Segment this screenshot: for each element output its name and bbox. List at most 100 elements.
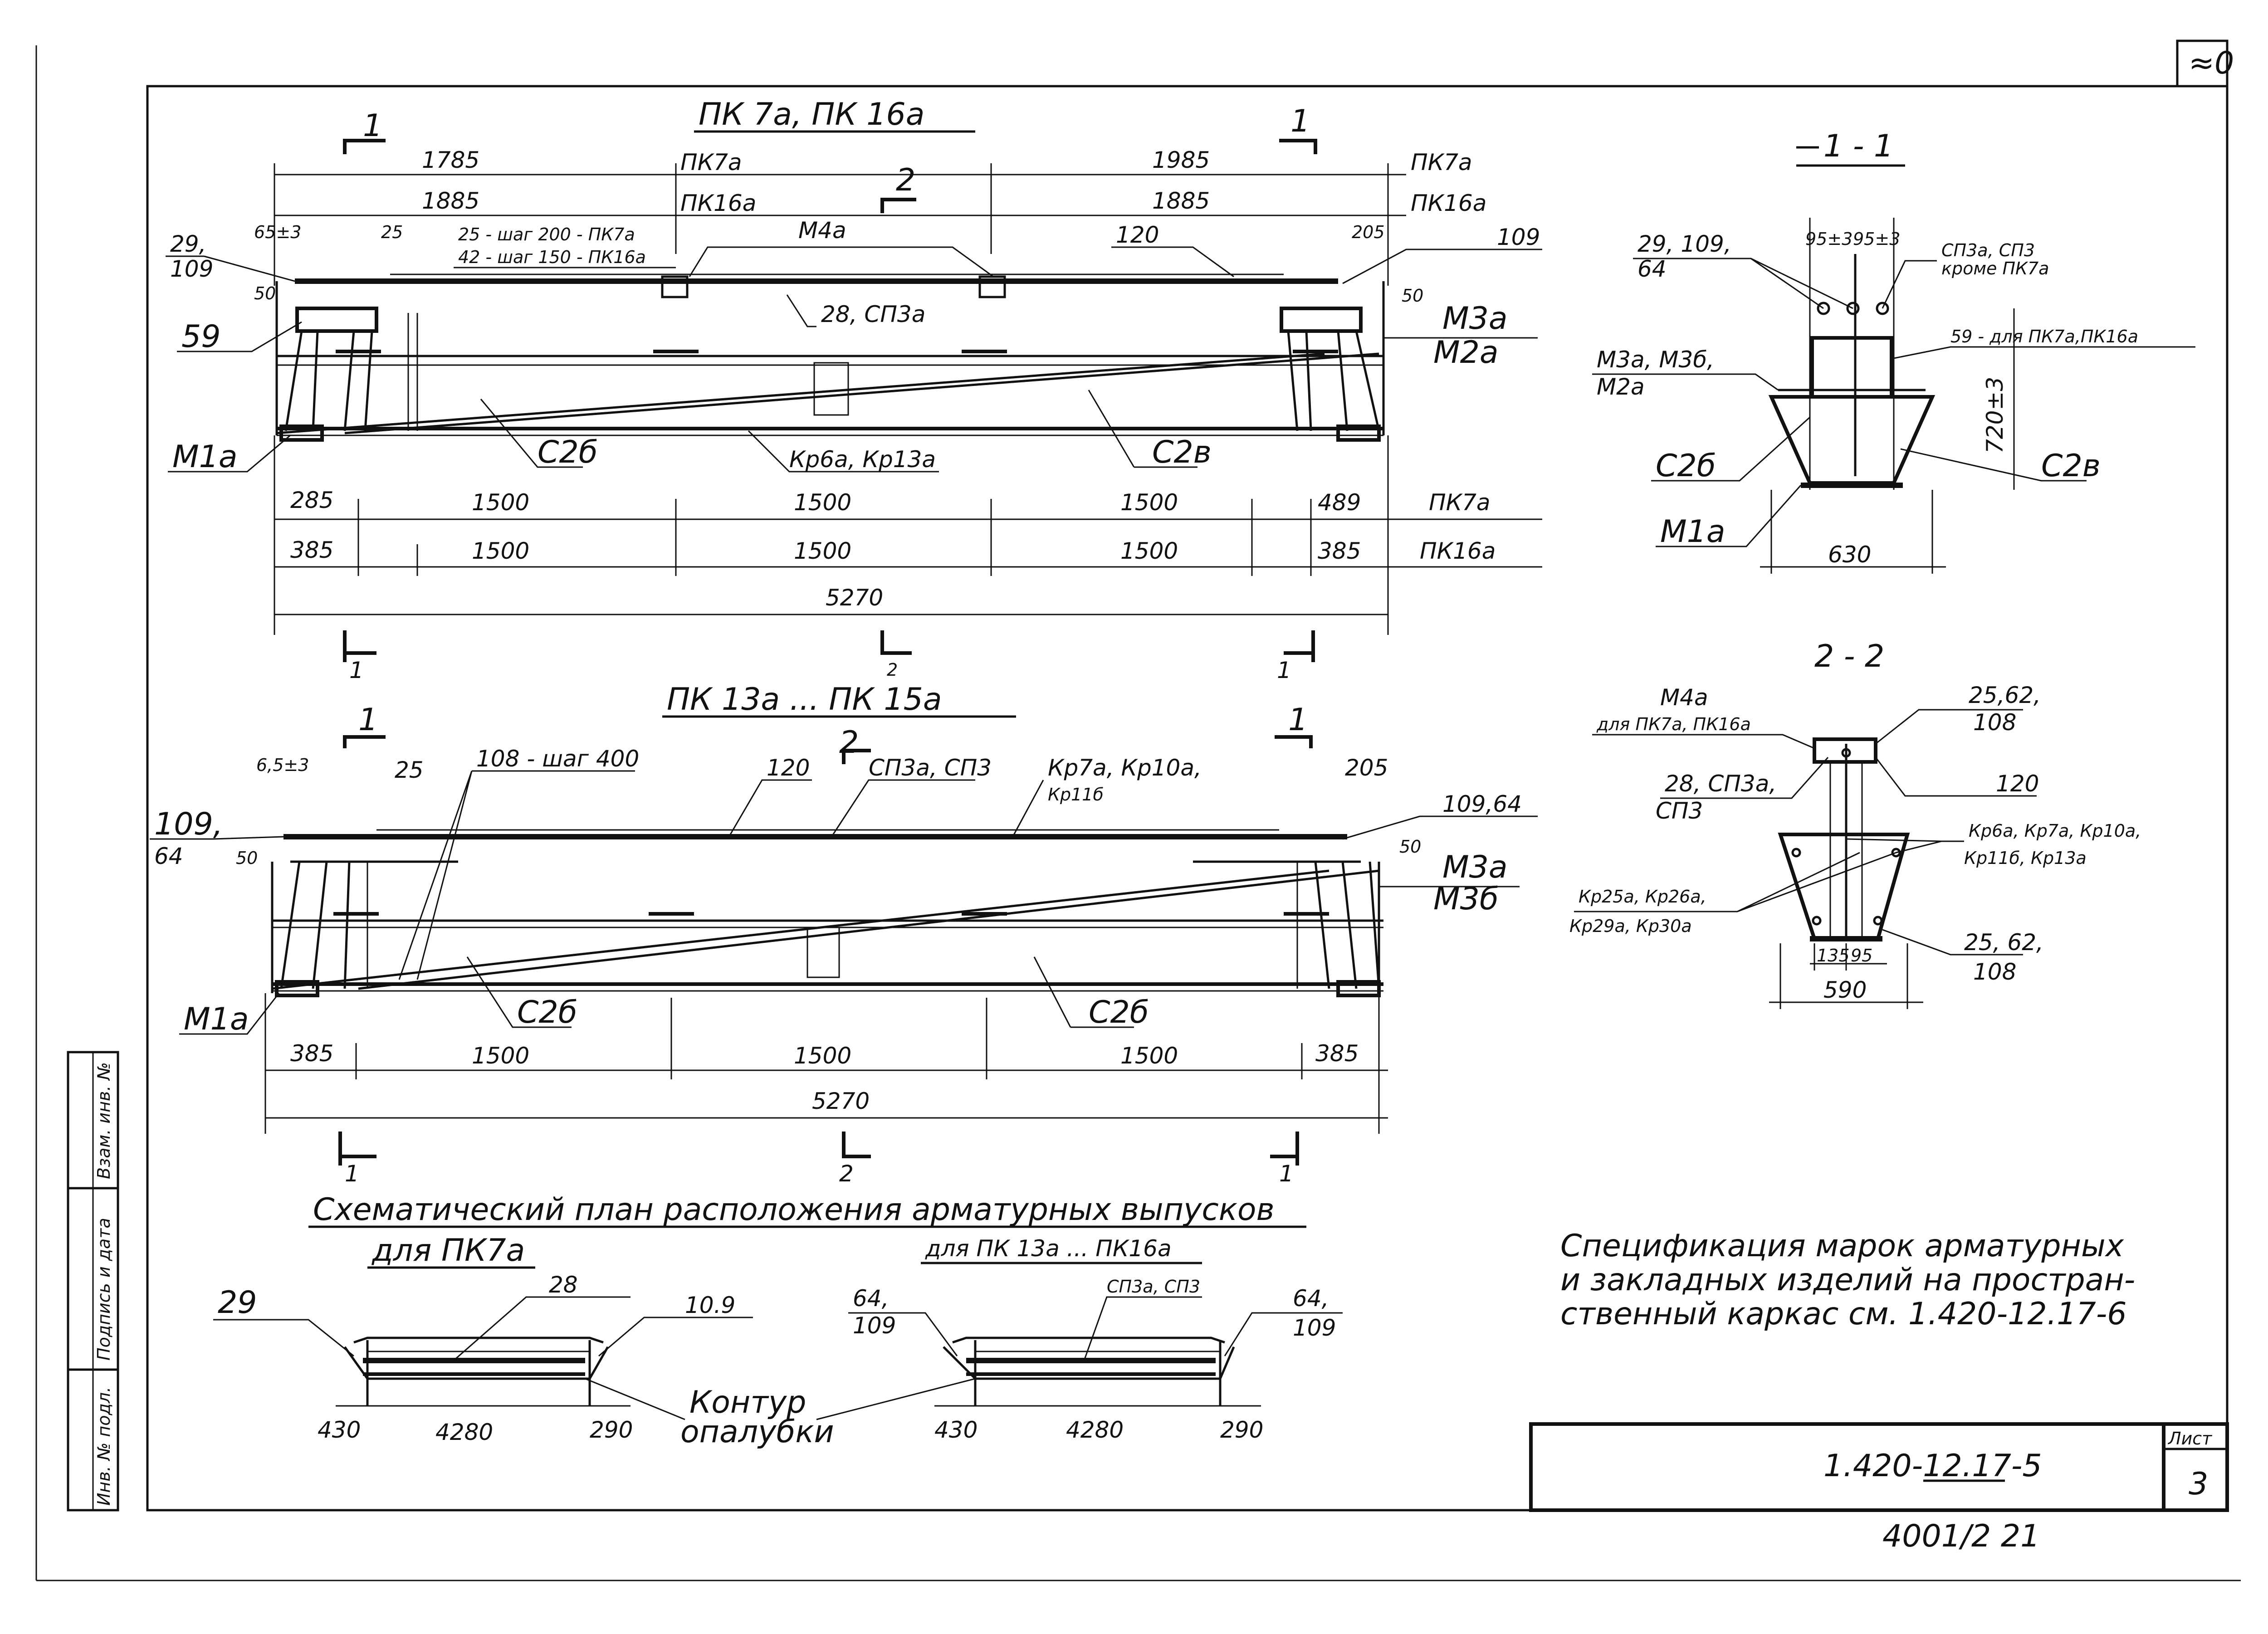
sec22-lbl-kr4: Кр29а, Кр30а <box>1569 916 1692 936</box>
elev1-lbl-28sp: 28, СП3а <box>821 301 925 327</box>
elev1-lbl-65: 65±3 <box>254 222 301 242</box>
elev1-lbl-205: 205 <box>1352 222 1385 242</box>
elev2-cut2: 2 <box>839 725 859 761</box>
sec22-lbl-kr3: Кр25а, Кр26а, <box>1579 887 1706 907</box>
sec11-lbl-krome: кроме ПК7а <box>1941 259 2049 278</box>
elev1-b7-tag: ПК7а <box>1429 489 1491 516</box>
stamp-code: 1.420-12.17-5 <box>1823 1448 2042 1484</box>
elev1-overall: 5270 <box>826 585 883 611</box>
side-text-vzam: Взам. инв. № <box>94 1062 114 1179</box>
sec22-lbl-2562b: 25, 62, <box>1964 929 2043 956</box>
sec11-lbl-720: 720±3 <box>1982 377 2008 454</box>
elev1-b16-1: 1500 <box>472 538 529 564</box>
elev1-lbl-m2a: М2а <box>1433 335 1499 371</box>
elev1-lbl-25: 25 <box>381 222 403 242</box>
sec22-lbl-2562: 25,62, <box>1969 682 2041 708</box>
elev2-lbl-kr1: Кр7а, Кр10а, <box>1048 755 1202 781</box>
sec22-lbl-590: 590 <box>1823 977 1867 1003</box>
elev1-b7-0: 285 <box>290 487 333 513</box>
plan-left-sub: для ПК7а <box>371 1233 525 1268</box>
section-1-1: 1 - 1 29, 109, 64 95±3 95±3 СП3а, СП3 кр… <box>1592 128 2195 574</box>
side-text-inv: Инв. № подл. <box>94 1387 114 1506</box>
corner-mark: ≈0 <box>2189 45 2234 81</box>
section-2-2: 2 - 2 М4а для ПК7а, ПК16а 25,62, 108 28,… <box>1569 639 2141 1009</box>
sec22-lbl-120: 120 <box>1996 771 2039 797</box>
elev1-lbl-m4a: М4а <box>798 217 846 244</box>
elev1-tag-pk16a-mid: ПК16а <box>680 190 756 216</box>
elev1-lbl-120: 120 <box>1116 222 1159 248</box>
elev1-lbl-c2v: С2в <box>1152 434 1212 470</box>
side-text-sign: Подпись и дата <box>94 1218 114 1361</box>
elev1-beam <box>275 273 1385 442</box>
elev2-lbl-sp: СП3а, СП3 <box>869 755 992 781</box>
elev1-b16-4: 385 <box>1318 538 1361 564</box>
elev1-lbl-109: 109 <box>170 256 213 282</box>
elev1-lbl-50r: 50 <box>1402 286 1423 306</box>
elev1-tag-pk7a-right: ПК7а <box>1411 149 1472 176</box>
elev1-lbl-29: 29, <box>170 231 206 257</box>
plan-right-64r: 64, <box>1293 1285 1329 1312</box>
elev2-b-3: 1500 <box>1120 1043 1178 1069</box>
elev2-lbl-kr2: Кр11б <box>1048 785 1104 805</box>
elev2-lbl-m1a: М1а <box>184 1001 249 1037</box>
plan-right-d3: 290 <box>1220 1417 1263 1443</box>
elev2-lbl-64: 64 <box>154 843 183 869</box>
elev1-b7-1: 1500 <box>472 489 529 516</box>
elev1-dim-1885b: 1885 <box>1152 188 1210 214</box>
sec11-lbl-sp: СП3а, СП3 <box>1941 240 2035 260</box>
elev2-foot-cut-0: 1 <box>345 1161 359 1187</box>
reinforcement-plan: Схематический план расположения арматурн… <box>213 1192 1343 1450</box>
elev2-lbl-c2b2: С2б <box>1089 995 1149 1030</box>
sec11-title: 1 - 1 <box>1823 128 1893 164</box>
elev2-overall: 5270 <box>812 1088 870 1114</box>
elev2-lbl-109: 109, <box>154 806 223 842</box>
sec11-lbl-59: 59 - для ПК7а,ПК16а <box>1950 327 2138 346</box>
elev1-lbl-kr: Кр6а, Кр13а <box>789 446 936 473</box>
sec11-lbl-630: 630 <box>1828 541 1871 568</box>
elev2-b-1: 1500 <box>472 1043 529 1069</box>
elev1-foot-cut-1: 2 <box>887 660 898 680</box>
title-block: 1.420-12.17-5 Лист 3 4001/2 21 <box>1529 1422 2229 1554</box>
note-line-1: Спецификация марок арматурных <box>1560 1228 2124 1264</box>
elev2-lbl-108: 108 - шаг 400 <box>476 746 639 772</box>
plan-right-109: 109 <box>853 1312 896 1339</box>
plan-left-d1: 430 <box>318 1417 361 1443</box>
elev1-lbl-c2b: С2б <box>538 434 598 470</box>
elev1-lbl-step2: 42 - шаг 150 - ПК16а <box>458 247 646 267</box>
plan-right-64: 64, <box>853 1285 889 1312</box>
elev1-foot-cut-0: 1 <box>349 657 364 683</box>
elev1-b16-tag: ПК16а <box>1420 538 1496 564</box>
elev2-foot-cut-1: 2 <box>839 1161 854 1187</box>
elev1-foot-cut-2: 1 <box>1277 657 1291 683</box>
elevation-pk13a-pk15a: ПК 13а ... ПК 15а 1 1 2 <box>150 682 1538 1187</box>
sec22-lbl-108: 108 <box>1973 709 2016 736</box>
elev1-b7-3: 1500 <box>1120 489 1178 516</box>
elev2-foot-cut-2: 1 <box>1279 1161 1294 1187</box>
sec11-lbl-29: 29, 109, <box>1637 231 1731 257</box>
elev1-dim-1885a: 1885 <box>422 188 479 214</box>
plan-left-d2: 4280 <box>435 1419 493 1445</box>
sec22-lbl-108b: 108 <box>1973 959 2016 985</box>
sec22-lbl-dlya: для ПК7а, ПК16а <box>1596 714 1751 734</box>
sec22-lbl-135: 135 <box>1817 946 1850 966</box>
elev2-cut1-left: 1 <box>358 702 378 738</box>
plan-right-sub: для ПК 13а ... ПК16а <box>925 1235 1172 1262</box>
elevation-pk7a-pk16a: ПК 7а, ПК 16а 1 1 2 1785 1885 1985 1885 … <box>166 97 1542 683</box>
sec11-lbl-c2b: С2б <box>1656 448 1716 484</box>
elev1-b16-0: 385 <box>290 537 333 563</box>
elev2-lbl-65: 6,5±3 <box>256 755 309 775</box>
sec22-lbl-sp3: СП3 <box>1656 798 1703 824</box>
elev1-lbl-109r: 109 <box>1497 224 1540 250</box>
plan-title: Схематический план расположения арматурн… <box>313 1192 1275 1228</box>
specification-note: Спецификация марок арматурных и закладны… <box>1560 1228 2135 1332</box>
plan-right: 64, 109 СП3а, СП3 64, 109 430 4280 290 <box>848 1277 1343 1443</box>
elev1-lbl-m1a: М1а <box>172 439 238 475</box>
bottom-mark: 4001/2 21 <box>1882 1518 2040 1554</box>
elev1-lbl-m3a: М3а <box>1442 301 1508 337</box>
elev1-tag-pk16a-right: ПК16а <box>1411 190 1486 216</box>
note-line-2: и закладных изделий на простран- <box>1560 1262 2135 1298</box>
plan-contour-1: Контур <box>689 1385 806 1420</box>
sec11-lbl-c2v: С2в <box>2041 448 2101 484</box>
elev2-lbl-m3a: М3а <box>1442 849 1508 885</box>
